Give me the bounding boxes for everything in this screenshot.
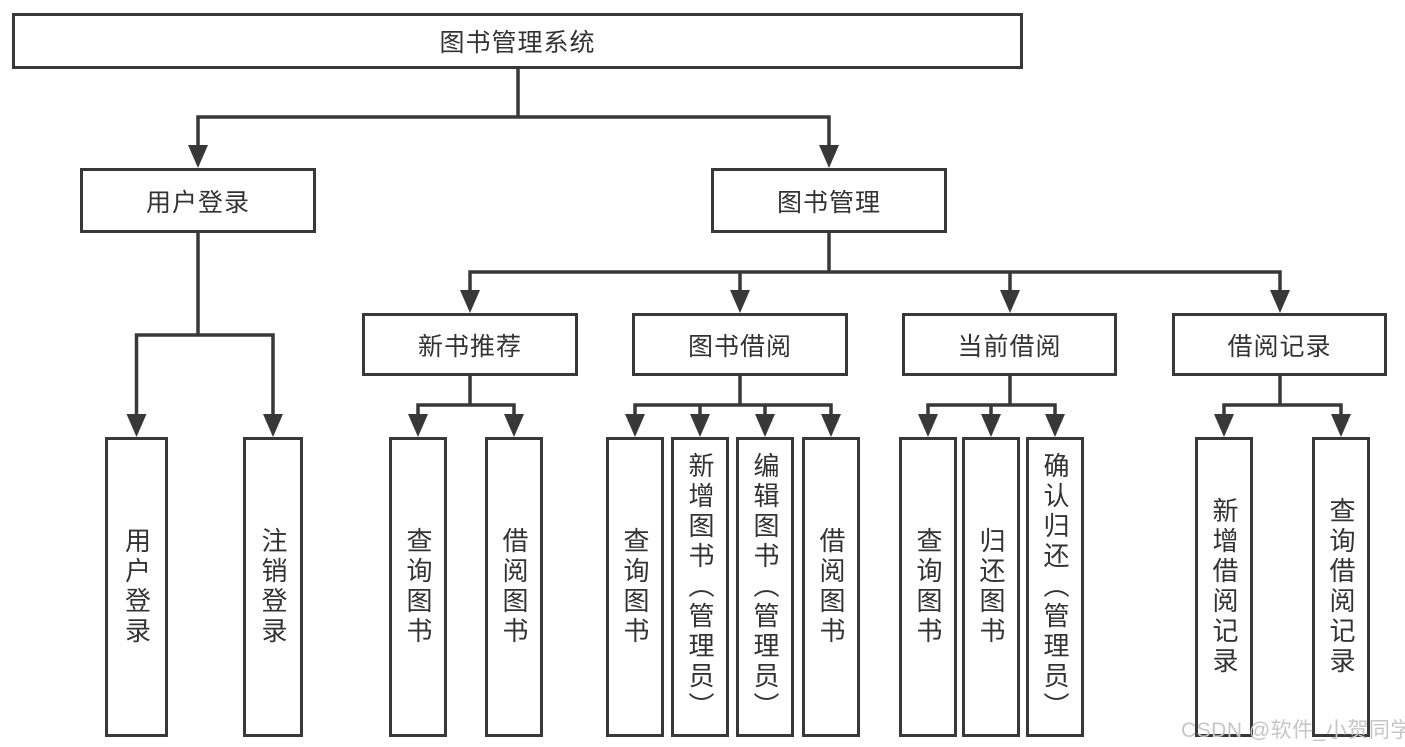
leaf-label: 用户登录 [121, 527, 152, 647]
leaf-label: 归还图书 [976, 527, 1006, 647]
arrowheads [126, 145, 1351, 437]
leaf-query-books-current: 查询图书 [899, 437, 957, 737]
node-new-book-recommendation: 新书推荐 [362, 313, 578, 376]
leaf-label: 借阅图书 [499, 527, 529, 647]
leaf-label: 查询图书 [403, 527, 433, 647]
leaf-confirm-return-admin: 确认归还（管理员） [1026, 437, 1084, 737]
node-label: 当前借阅 [957, 332, 1062, 361]
node-label: 图书管理 [776, 188, 881, 217]
leaf-logout: 注销登录 [243, 437, 303, 737]
node-book-management: 图书管理 [711, 168, 947, 233]
node-label: 借阅记录 [1227, 332, 1332, 361]
leaf-label: 查询借阅记录 [1326, 497, 1356, 677]
leaf-query-books-borrow: 查询图书 [606, 437, 664, 737]
node-library-management-system: 图书管理系统 [12, 13, 1023, 69]
csdn-watermark: CSDN @软件_小贺同学 [1181, 719, 1405, 742]
leaf-return-books: 归还图书 [962, 437, 1020, 737]
node-current-borrowing: 当前借阅 [902, 313, 1117, 376]
leaf-user-login: 用户登录 [105, 437, 168, 737]
leaf-label: 查询图书 [620, 527, 650, 647]
leaf-label: 确认归还（管理员） [1040, 452, 1070, 722]
leaf-add-books-admin: 新增图书（管理员） [671, 437, 729, 737]
node-label: 图书管理系统 [439, 29, 596, 57]
leaf-add-borrow-record: 新增借阅记录 [1195, 437, 1253, 737]
leaf-borrow-books: 借阅图书 [802, 437, 860, 737]
node-label: 用户登录 [145, 188, 250, 217]
leaf-borrow-books-recommend: 借阅图书 [485, 437, 543, 737]
node-label: 新书推荐 [417, 332, 522, 361]
leaf-edit-books-admin: 编辑图书（管理员） [736, 437, 794, 737]
leaf-query-books-recommend: 查询图书 [389, 437, 447, 737]
leaf-query-borrow-record: 查询借阅记录 [1312, 437, 1370, 737]
leaf-label: 新增借阅记录 [1209, 497, 1239, 677]
node-label: 图书借阅 [687, 332, 792, 361]
leaf-label: 编辑图书（管理员） [750, 452, 780, 722]
tree-edges [134, 69, 1343, 416]
leaf-label: 新增图书（管理员） [685, 452, 715, 722]
leaf-label: 注销登录 [258, 527, 288, 647]
node-borrowing-records: 借阅记录 [1172, 313, 1387, 376]
leaf-label: 借阅图书 [816, 527, 846, 647]
node-book-borrowing: 图书借阅 [632, 313, 848, 376]
leaf-label: 查询图书 [913, 527, 943, 647]
node-user-login: 用户登录 [80, 168, 316, 233]
